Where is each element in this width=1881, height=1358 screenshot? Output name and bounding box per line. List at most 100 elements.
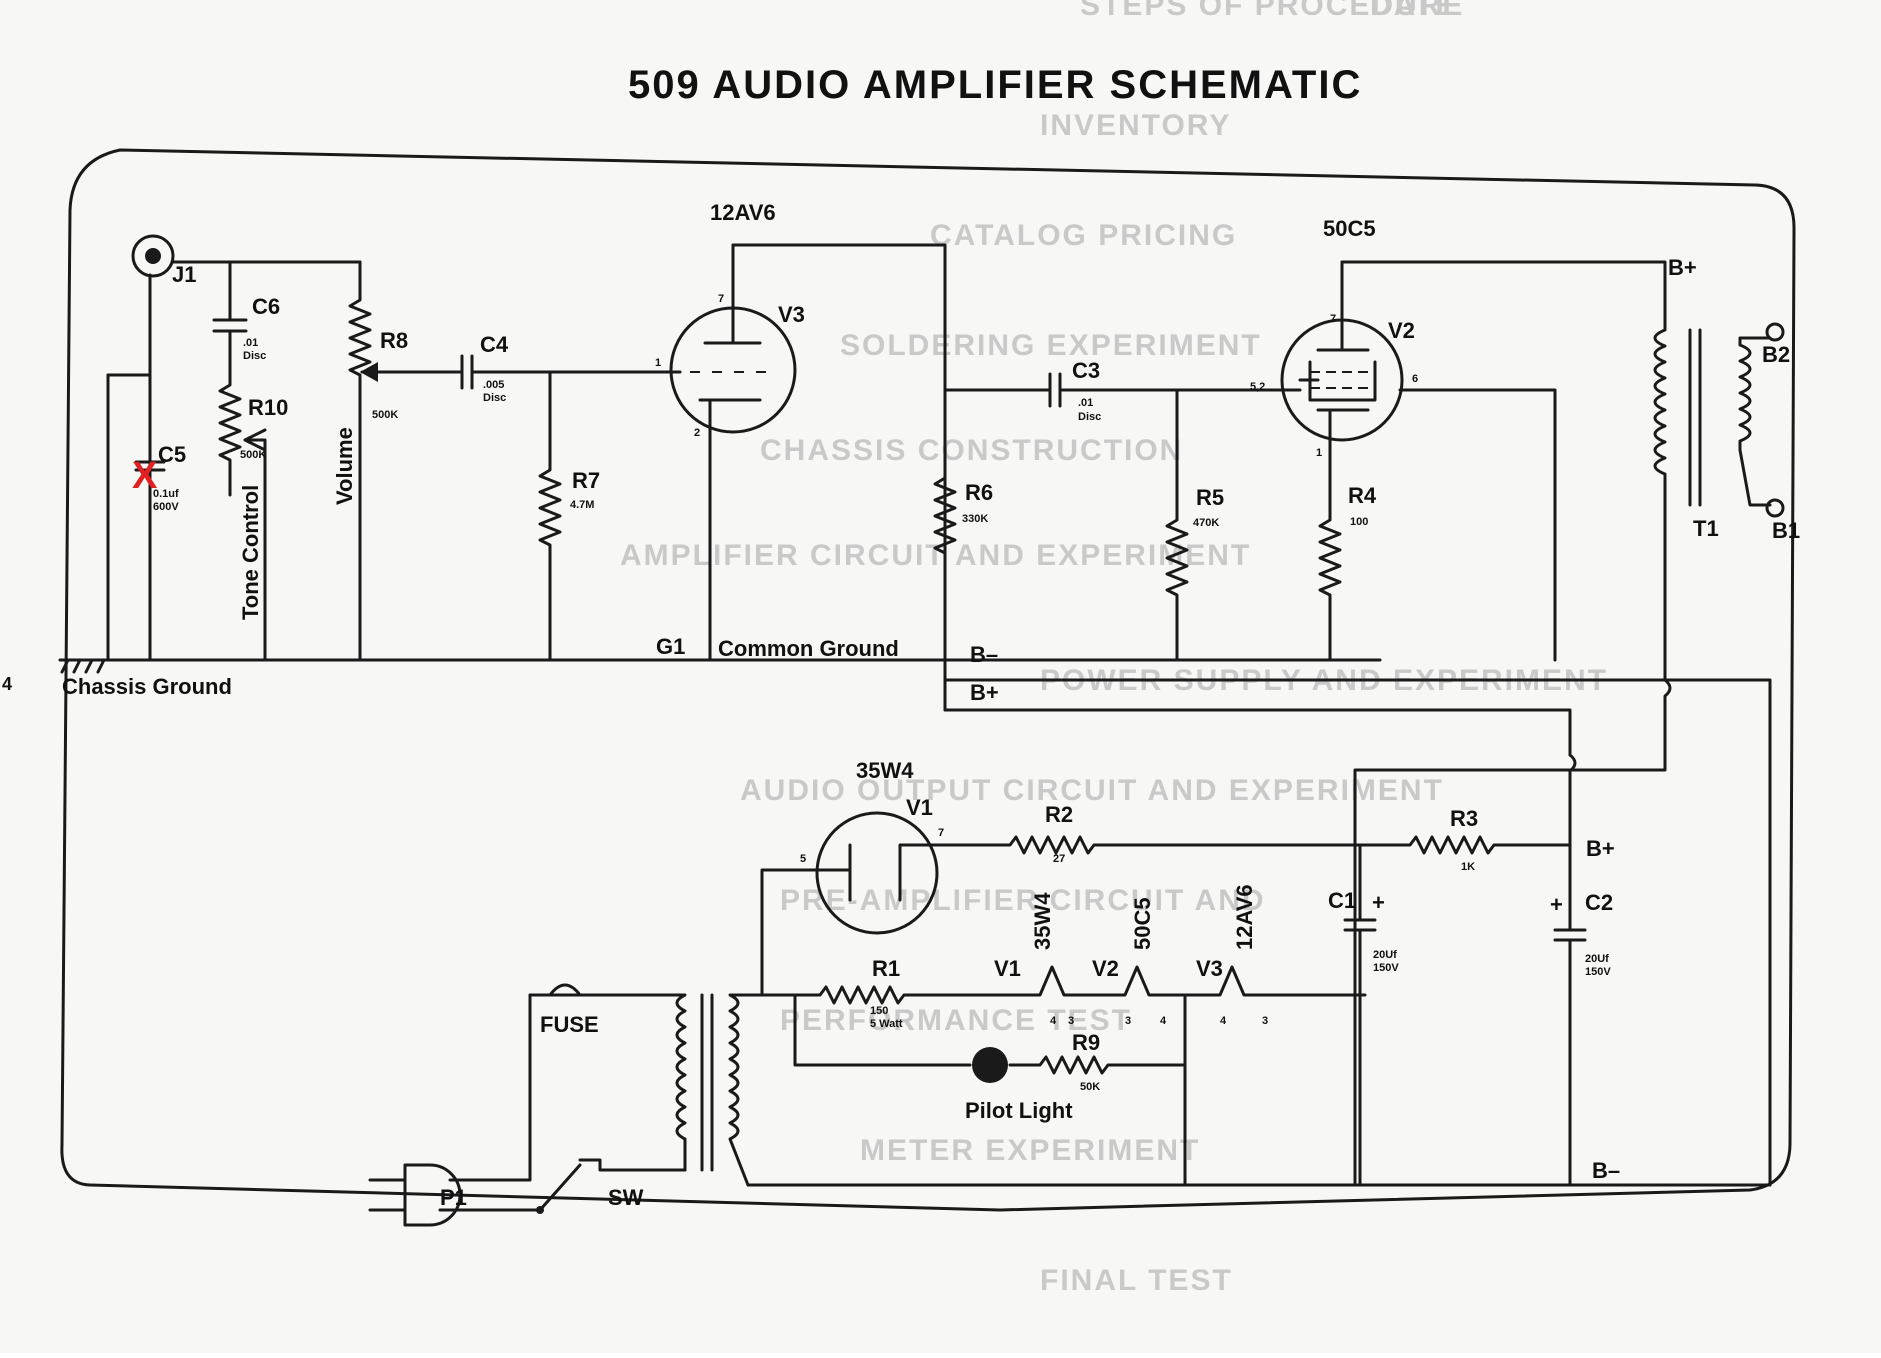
v1-label: V1 bbox=[906, 795, 933, 820]
t1-label: T1 bbox=[1693, 516, 1719, 541]
v2-pin: 7 bbox=[1330, 313, 1336, 325]
r3-label: R3 bbox=[1450, 806, 1478, 831]
v2-cathode bbox=[1316, 408, 1370, 440]
r9-label: R9 bbox=[1072, 1030, 1100, 1055]
plug-prongs bbox=[368, 1178, 407, 1212]
c2-value: 20Uf bbox=[1585, 953, 1609, 965]
r10-value: 500K bbox=[240, 449, 266, 461]
ghost-line: STEPS OF PROCEDURE bbox=[1080, 0, 1464, 22]
heater-pin: 4 bbox=[1050, 1015, 1057, 1027]
schematic-title: 509 AUDIO AMPLIFIER SCHEMATIC bbox=[628, 63, 1362, 107]
heater-v3-tube-label: 12AV6 bbox=[1232, 884, 1257, 950]
c1-capacitor bbox=[1343, 843, 1377, 1187]
c2-voltage: 150V bbox=[1585, 966, 1611, 978]
c2-polarity: + bbox=[1550, 892, 1563, 917]
r3-resistor bbox=[1358, 835, 1572, 855]
b2-terminal bbox=[1765, 322, 1785, 342]
ghost-line: CATALOG PRICING bbox=[930, 219, 1237, 252]
heater-string bbox=[1023, 965, 1367, 997]
ghost-line: SOLDERING EXPERIMENT bbox=[840, 329, 1262, 362]
r8-label: R8 bbox=[380, 328, 408, 353]
r2-label: R2 bbox=[1045, 802, 1073, 827]
c1-label: C1 bbox=[1328, 888, 1356, 913]
page-number: 4 bbox=[2, 674, 12, 694]
r9-value: 50K bbox=[1080, 1081, 1100, 1093]
v2-pin: 6 bbox=[1412, 373, 1418, 385]
heater-pin: 3 bbox=[1262, 1015, 1268, 1027]
r4-resistor bbox=[1318, 436, 1342, 662]
c3-capacitor bbox=[943, 372, 1302, 408]
c4-type: Disc bbox=[483, 392, 506, 404]
v3-tube bbox=[669, 243, 797, 662]
b1-terminal bbox=[1765, 498, 1785, 518]
ghost-line: PERFORMANCE TEST bbox=[780, 1004, 1132, 1037]
heater-v1-tube-label: 35W4 bbox=[1030, 892, 1055, 950]
r4-value: 100 bbox=[1350, 516, 1368, 528]
v3-cathode bbox=[698, 398, 762, 662]
v3-pin: 1 bbox=[655, 357, 661, 369]
c4-capacitor bbox=[428, 354, 682, 390]
r10-label: R10 bbox=[248, 395, 288, 420]
t1-primary bbox=[1558, 260, 1667, 682]
v2-tube bbox=[1280, 260, 1404, 442]
r1-rating: 5 Watt bbox=[870, 1018, 903, 1030]
c1-value: 20Uf bbox=[1373, 949, 1397, 961]
r2-value: 27 bbox=[1053, 853, 1065, 865]
v2-pin: 1 bbox=[1316, 447, 1322, 459]
r6-label: R6 bbox=[965, 480, 993, 505]
chassis-ground-symbol bbox=[58, 658, 110, 674]
heater-pin: 4 bbox=[1220, 1015, 1227, 1027]
c5-voltage: 600V bbox=[153, 501, 179, 513]
j1-label: J1 bbox=[172, 262, 196, 287]
wire bbox=[1353, 678, 1672, 1187]
r10-wiper bbox=[243, 428, 267, 662]
r9-resistor bbox=[1008, 1055, 1187, 1187]
ghost-line: INVENTORY bbox=[1040, 109, 1231, 142]
v3-label: V3 bbox=[778, 302, 805, 327]
r8-wiper-arrow bbox=[360, 362, 378, 382]
b-plus-right-label: B+ bbox=[1586, 836, 1615, 861]
v2-type-label: 50C5 bbox=[1323, 216, 1376, 241]
c6-label: C6 bbox=[252, 294, 280, 319]
v1-plate bbox=[898, 843, 947, 902]
plug-body bbox=[403, 1163, 462, 1227]
pilot-light-label: Pilot Light bbox=[965, 1098, 1073, 1123]
t1-output-transformer bbox=[1558, 260, 1785, 682]
v1-pin: 5 bbox=[800, 853, 806, 865]
c6-capacitor bbox=[212, 260, 248, 372]
v2-plate bbox=[1316, 260, 1370, 352]
c5-value: 0.1uf bbox=[153, 488, 179, 500]
c6-value: .01 bbox=[243, 337, 258, 349]
c5-label: C5 bbox=[158, 442, 186, 467]
transformer-primary bbox=[653, 993, 687, 1172]
heater-v3-label: V3 bbox=[1196, 956, 1223, 981]
r8-value: 500K bbox=[372, 409, 398, 421]
r5-label: R5 bbox=[1196, 485, 1224, 510]
c3-type: Disc bbox=[1078, 411, 1101, 423]
c2-label: C2 bbox=[1585, 890, 1613, 915]
r6-value: 330K bbox=[962, 513, 988, 525]
chassis-ground-label: Chassis Ground bbox=[62, 674, 232, 699]
ghost-line: FINAL TEST bbox=[1040, 1264, 1233, 1297]
r5-value: 470K bbox=[1193, 517, 1219, 529]
transformer-secondary bbox=[728, 993, 764, 1187]
t1-secondary bbox=[1738, 336, 1772, 507]
ghost-line: AMPLIFIER CIRCUIT AND EXPERIMENT bbox=[620, 539, 1251, 572]
r7-value: 4.7M bbox=[570, 499, 594, 511]
b-minus-mid-label: B– bbox=[970, 642, 998, 667]
heater-v2-tube-label: 50C5 bbox=[1130, 897, 1155, 950]
r1-label: R1 bbox=[872, 956, 900, 981]
c5-capacitor bbox=[134, 448, 166, 484]
p1-power-plug bbox=[368, 1163, 462, 1227]
c4-value: .005 bbox=[483, 379, 504, 391]
v3-type-label: 12AV6 bbox=[710, 200, 776, 225]
r2-resistor bbox=[943, 835, 1362, 855]
c5-removed-mark: X bbox=[132, 455, 158, 497]
c6-type: Disc bbox=[243, 350, 266, 362]
ghost-line: DATE bbox=[1370, 0, 1457, 22]
v1-rectifier-tube bbox=[806, 811, 947, 935]
fuse-label: FUSE bbox=[540, 1012, 599, 1037]
